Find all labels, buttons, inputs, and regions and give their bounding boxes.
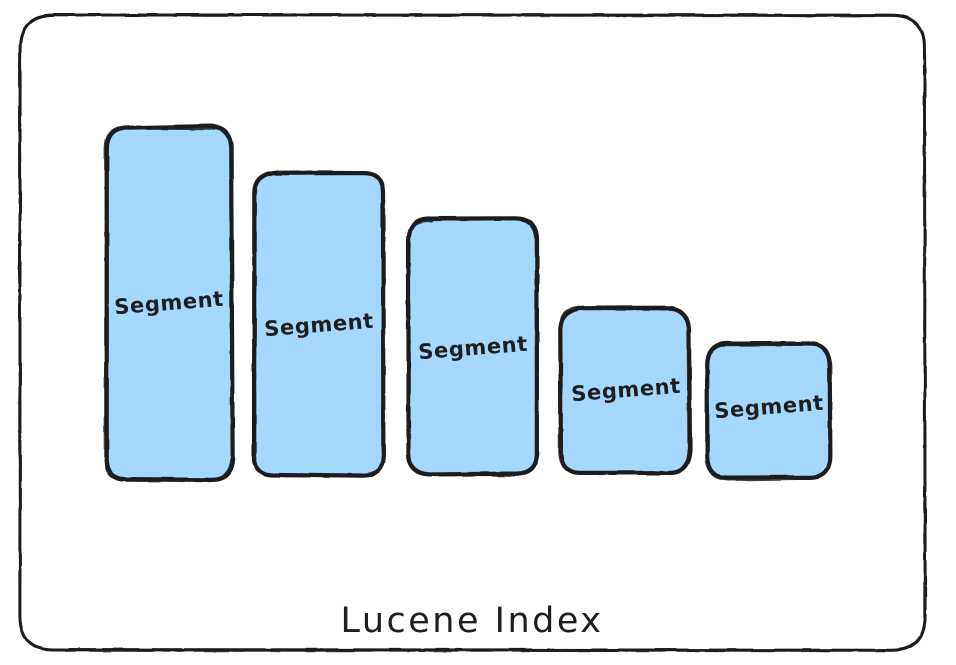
lucene-index-container	[18, 13, 927, 652]
segment-shapes	[104, 123, 833, 483]
